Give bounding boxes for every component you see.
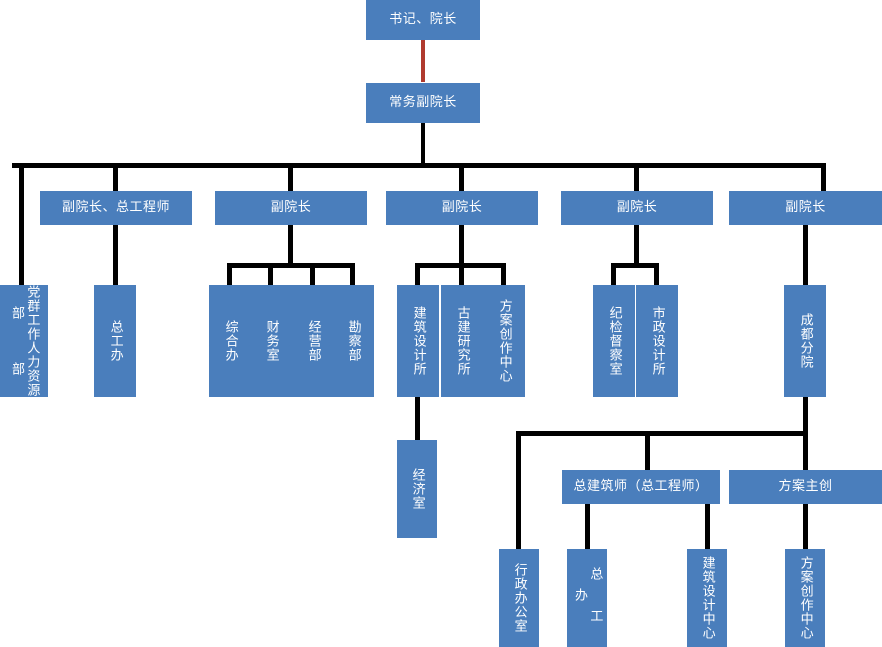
node-vice-president-chief-engineer[interactable]: 副院长、总工程师 <box>40 191 192 225</box>
node-party-affairs-label: 党群工作部 <box>9 285 40 341</box>
connector-c-child-2 <box>459 263 464 287</box>
node-general-office[interactable]: 综合办 <box>209 285 251 397</box>
connector-bus-to-vp3 <box>459 163 464 191</box>
node-architecture-design-institute[interactable]: 建筑设计所 <box>397 285 439 397</box>
connector-chief-arch-to-eng-office <box>585 504 590 551</box>
connector-b-child-2 <box>268 263 273 287</box>
connector-chief-arch-to-design-center <box>705 504 710 551</box>
node-secretary-president[interactable]: 书记、院长 <box>366 0 480 40</box>
node-scheme-lead-designer[interactable]: 方案主创 <box>729 470 882 504</box>
node-vice-president-4[interactable]: 副院长 <box>561 191 713 225</box>
connector-exec-drop <box>421 123 425 165</box>
node-administrative-office[interactable]: 行政办公室 <box>499 549 539 647</box>
node-hr-and-party-affairs[interactable]: 党群工作部 人力资源部 <box>0 285 48 397</box>
connector-branch-b-bus <box>227 263 355 268</box>
node-hr-label: 人力资源部 <box>9 341 40 397</box>
connector-bus-to-vp2 <box>288 163 293 191</box>
node-economics-office[interactable]: 经济室 <box>397 440 437 538</box>
node-scheme-creation-center[interactable]: 方案创作中心 <box>483 285 525 397</box>
node-chengdu-chief-engineer-office[interactable]: 总 工 办 <box>567 549 607 647</box>
node-vice-president-2[interactable]: 副院长 <box>215 191 367 225</box>
connector-vp4-drop <box>634 225 639 265</box>
connector-chengdu-to-scheme-lead <box>803 431 808 471</box>
node-chief-architect-chief-engineer[interactable]: 总建筑师（总工程师） <box>562 470 720 504</box>
connector-scheme-lead-to-creation-center <box>803 504 808 551</box>
node-chengdu-branch[interactable]: 成都分院 <box>784 285 826 397</box>
connector-vp5-drop <box>803 225 808 287</box>
connector-bus-to-hr <box>19 163 24 287</box>
node-vice-president-3[interactable]: 副院长 <box>386 191 538 225</box>
connector-branch-d-bus <box>611 263 659 268</box>
node-survey-department[interactable]: 勘察部 <box>332 285 374 397</box>
connector-b-child-1 <box>227 263 232 287</box>
node-discipline-inspection-office[interactable]: 纪检督察室 <box>593 285 635 397</box>
node-ancient-architecture-research-institute[interactable]: 古建研究所 <box>441 285 483 397</box>
connector-bus-to-vp5 <box>821 163 826 191</box>
connector-bus-to-vp4 <box>634 163 639 191</box>
node-municipal-design-institute[interactable]: 市政设计所 <box>636 285 678 397</box>
connector-chengdu-to-chief-arch <box>645 431 650 471</box>
connector-c-child-1 <box>415 263 420 287</box>
node-architecture-design-center[interactable]: 建筑设计中心 <box>687 549 727 647</box>
connector-c-child-3 <box>501 263 506 287</box>
connector-b-child-4 <box>350 263 355 287</box>
connector-top-to-exec <box>421 40 425 82</box>
connector-d-child-1 <box>611 263 616 287</box>
connector-chengdu-to-admin <box>516 431 521 551</box>
node-operations-department[interactable]: 经营部 <box>292 285 334 397</box>
node-finance-office[interactable]: 财务室 <box>250 285 292 397</box>
connector-vp3-drop <box>459 225 464 265</box>
connector-bus-to-vp1 <box>113 163 118 191</box>
connector-vp2-drop <box>288 225 293 265</box>
node-chief-engineer-office[interactable]: 总工办 <box>94 285 136 397</box>
connector-level2-bus <box>12 163 826 168</box>
connector-chengdu-drop <box>803 395 808 435</box>
connector-vp1-drop <box>113 225 118 287</box>
connector-d-child-2 <box>654 263 659 287</box>
connector-chengdu-bus <box>516 431 808 436</box>
node-chengdu-scheme-creation-center[interactable]: 方案创作中心 <box>785 549 825 647</box>
node-vice-president-5[interactable]: 副院长 <box>729 191 882 225</box>
connector-arch-to-economics <box>415 395 420 442</box>
connector-b-child-3 <box>310 263 315 287</box>
node-executive-vice-president[interactable]: 常务副院长 <box>366 83 480 123</box>
